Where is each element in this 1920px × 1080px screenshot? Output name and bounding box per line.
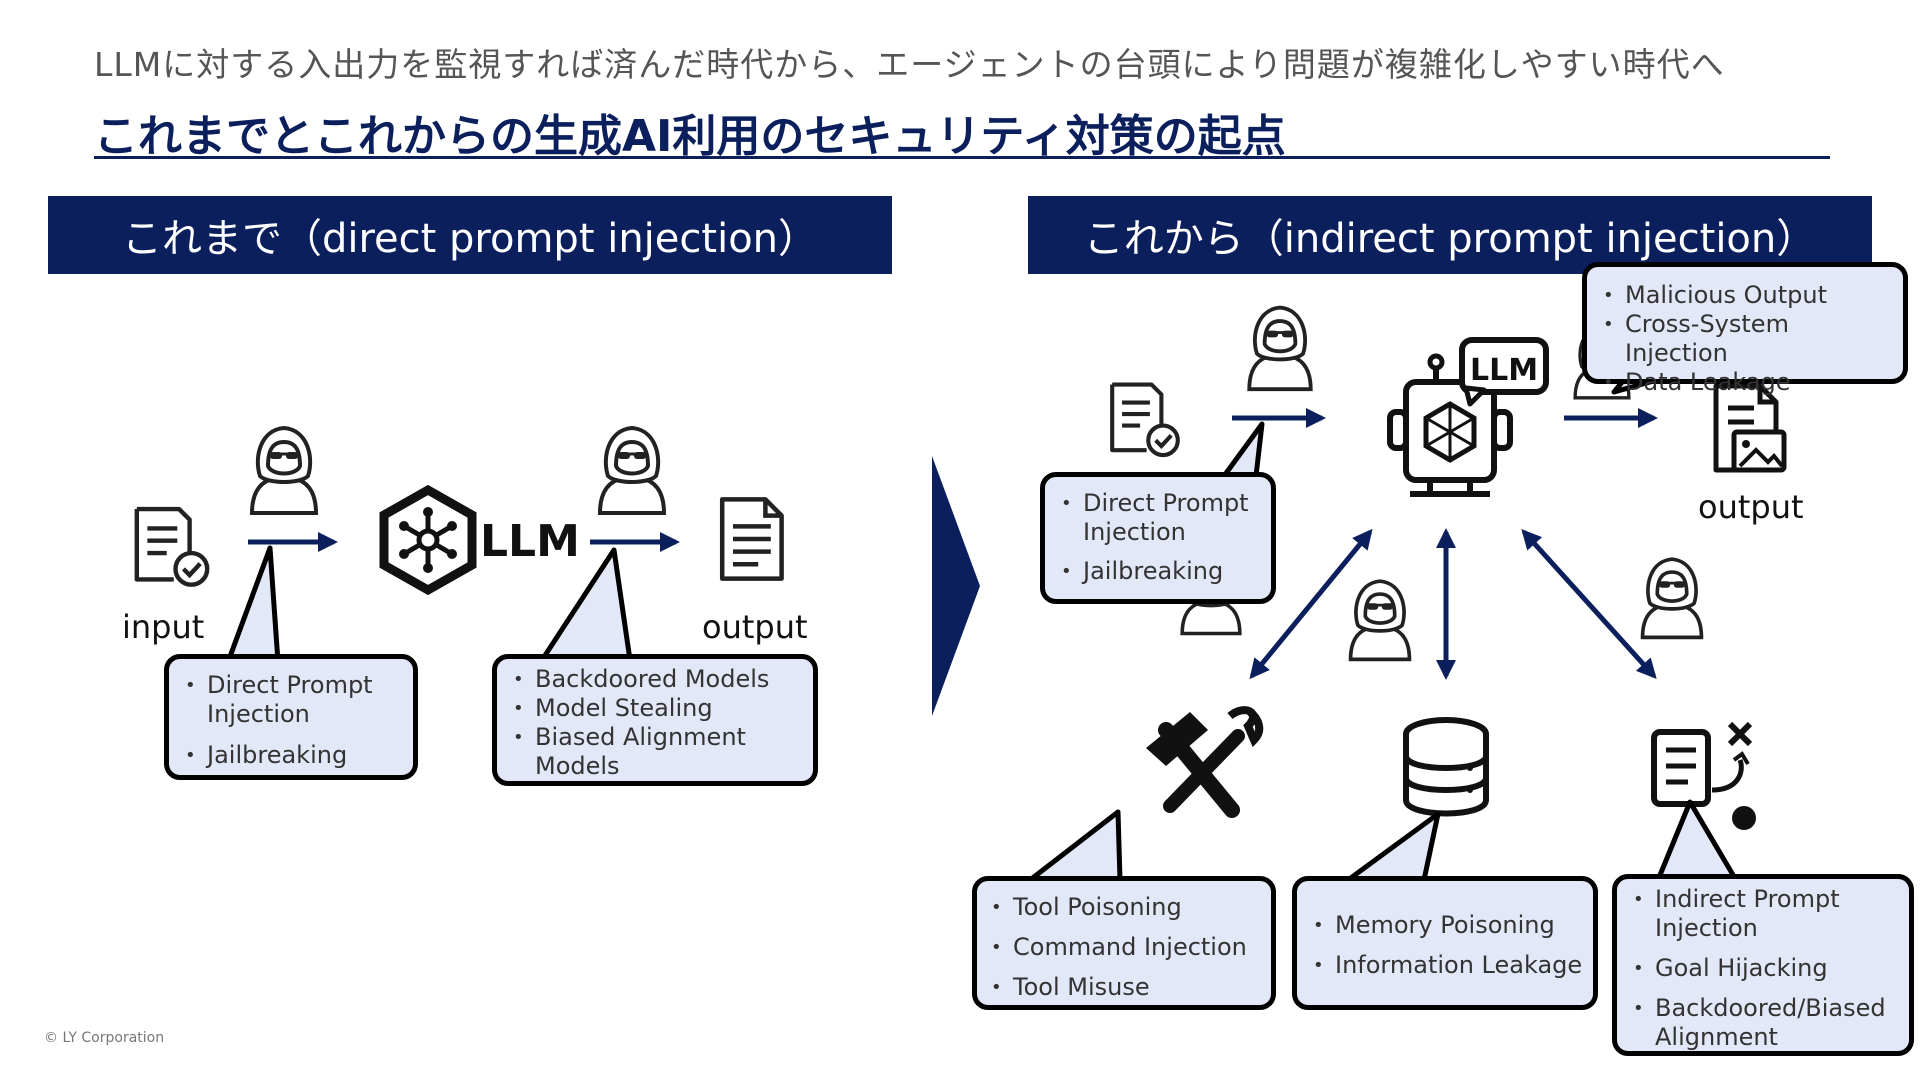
agent-input-callout-tail [1221,421,1265,479]
hacker-icon [1348,579,1412,662]
input-callout-tail [197,545,287,669]
right-panel-heading: これから（indirect prompt injection） [1028,196,1872,274]
hacker-icon [1247,305,1313,392]
memory-risk-callout: Memory Poisoning Information Leakage [1292,876,1598,1010]
hacker-icon [598,426,666,515]
title-underline [94,156,1830,159]
risk-item: Memory Poisoning [1307,911,1583,940]
agent-output-risk-callout: Malicious Output Cross-System Injection … [1582,262,1908,397]
risk-item: Jailbreaking [1055,557,1261,586]
plan-risk-callout: Indirect Prompt Injection Goal Hijacking… [1612,874,1914,1056]
llm-badge-label: LLM [1470,353,1538,388]
risk-item: Indirect Prompt Injection [1627,885,1899,943]
risk-item: Data Leakage [1597,368,1893,397]
input-risk-callout: Direct Prompt Injection Jailbreaking [164,654,418,780]
risk-item: Malicious Output [1597,281,1893,310]
risk-item: Backdoored/Biased Alignment [1627,994,1899,1052]
agent-input-risk-callout: Direct Prompt Injection Jailbreaking [1040,472,1276,604]
document-icon [722,499,781,578]
tools-risk-callout: Tool Poisoning Command Injection Tool Mi… [972,876,1276,1010]
input-label: input [122,608,205,646]
tools-icon [1146,706,1264,818]
risk-item: Direct Prompt Injection [179,671,403,729]
llm-label: LLM [480,516,580,567]
risk-item: Backdoored Models [507,665,803,694]
llm-hexagon-icon [379,484,477,596]
transition-chevron [932,456,980,716]
risk-item: Tool Poisoning [985,893,1263,922]
output-risk-callout: Backdoored Models Model Stealing Biased … [492,654,818,786]
risk-item: Jailbreaking [179,741,403,770]
risk-item: Information Leakage [1307,951,1583,980]
risk-item: Goal Hijacking [1627,954,1899,983]
llm-tools-arrow [1249,528,1373,680]
hacker-icon [1640,557,1704,640]
database-icon [1403,717,1489,817]
risk-item: Direct Prompt Injection [1055,489,1261,547]
llm-plan-arrow [1521,529,1657,679]
risk-item: Command Injection [985,933,1263,962]
plan-icon [1651,721,1756,830]
tools-callout-tail [1027,809,1123,883]
copyright: © LY Corporation [44,1030,165,1046]
risk-item: Tool Misuse [985,973,1263,1002]
document-check-icon [137,509,207,585]
left-panel-heading: これまで（direct prompt injection） [48,196,892,274]
document-image-icon [1713,383,1787,473]
agent-output-label: output [1698,488,1804,526]
risk-item: Cross-System Injection [1597,310,1893,368]
risk-item: Model Stealing [507,694,803,723]
memory-callout-tail [1345,811,1441,883]
robot-icon [1387,337,1549,497]
hacker-icon [250,426,318,515]
output-label: output [702,608,808,646]
risk-item: Biased Alignment Models [507,723,803,781]
plan-callout-tail [1655,799,1739,883]
slide-subtitle: LLMに対する入出力を監視すれば済んだ時代から、エージェントの台頭により問題が複… [94,45,1725,84]
slide-title: これまでとこれからの生成AI利用のセキュリティ対策の起点 [94,111,1286,162]
document-check-icon [1112,385,1178,456]
